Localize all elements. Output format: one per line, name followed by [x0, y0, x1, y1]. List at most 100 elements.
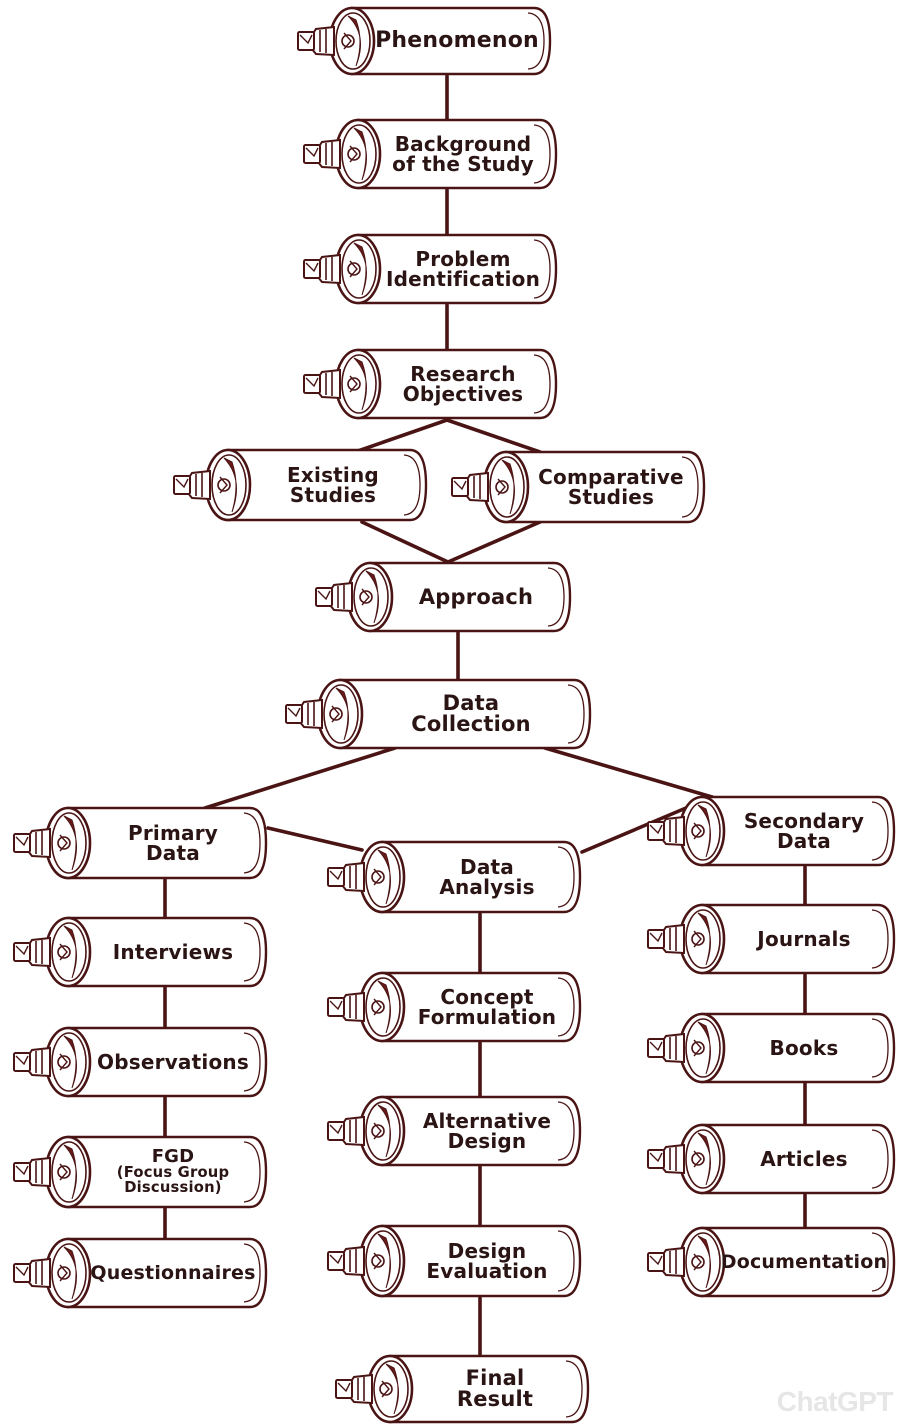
node-label-line: Discussion): [124, 1179, 222, 1196]
node-shape: [13, 1026, 268, 1098]
paint-can-icon: [285, 678, 364, 750]
node-label-line: Books: [769, 1036, 839, 1060]
node-label: Books: [728, 1012, 880, 1084]
node-label: Observations: [94, 1026, 252, 1098]
node-articles: Articles: [646, 1123, 898, 1195]
node-label-line: Studies: [567, 485, 655, 509]
node-label-line: Journals: [757, 927, 851, 951]
paint-can-icon: [315, 561, 394, 633]
node-label-line: Design: [447, 1129, 527, 1153]
node-approach: Approach: [314, 561, 574, 633]
node-label-line: Data: [442, 691, 500, 715]
node-shape: [173, 448, 428, 522]
node-observations: Observations: [12, 1026, 270, 1098]
paint-can-icon: [647, 1123, 726, 1195]
node-questionnaires: Questionnaires: [12, 1237, 270, 1309]
node-shape: [13, 806, 268, 880]
node-shape: [647, 903, 896, 975]
connector-line: [203, 746, 397, 810]
paint-can-icon: [327, 971, 406, 1043]
paint-can-icon: [647, 903, 726, 975]
node-label-line: Approach: [418, 584, 534, 609]
paint-can-icon: [13, 916, 92, 988]
node-shape: [297, 6, 552, 76]
node-shape: [13, 1135, 268, 1209]
node-shape: [647, 1123, 896, 1195]
node-shape: [13, 916, 268, 988]
node-shape: [327, 840, 582, 914]
node-label-line: Result: [456, 1387, 534, 1411]
paint-can-icon: [451, 450, 530, 524]
node-label-line: (Focus Group: [116, 1164, 230, 1182]
paint-can-icon: [13, 1026, 92, 1098]
paint-can-icon: [647, 1012, 726, 1084]
paint-can-icon: [13, 1237, 92, 1309]
node-label-line: Evaluation: [426, 1259, 548, 1283]
connector-line: [360, 520, 450, 564]
watermark-text: ChatGPT: [776, 1386, 894, 1417]
node-label-line: Design: [447, 1239, 527, 1263]
node-label: Documentation: [721, 1226, 887, 1298]
node-label-line: Secondary: [743, 809, 865, 833]
paint-can-icon: [327, 840, 406, 914]
node-shape: [335, 1354, 590, 1424]
paint-can-icon: [647, 1226, 726, 1298]
node-journals: Journals: [646, 903, 898, 975]
node-label-line: Primary: [127, 821, 218, 845]
node-shape: [327, 971, 582, 1043]
node-label-line: Concept: [440, 985, 534, 1009]
connector-line: [353, 418, 449, 454]
paint-can-icon: [297, 6, 376, 76]
connector-line: [266, 826, 364, 852]
node-shape: [327, 1224, 582, 1298]
node-label-line: Data: [777, 829, 831, 853]
node-interviews: Interviews: [12, 916, 270, 988]
node-shape: [327, 1095, 582, 1167]
node-shape: [303, 233, 558, 305]
paint-can-icon: [647, 795, 726, 867]
node-shape: [303, 348, 558, 420]
node-label-line: Data: [146, 841, 200, 865]
node-label-line: of the Study: [392, 152, 534, 176]
node-label-line: Analysis: [439, 875, 535, 899]
node-label-line: Comparative: [538, 465, 684, 489]
node-label: Approach: [396, 561, 556, 633]
node-label-line: Phenomenon: [375, 28, 539, 53]
node-phenomenon: Phenomenon: [296, 6, 554, 76]
node-label-line: Existing: [287, 463, 379, 487]
node-label-line: Observations: [97, 1050, 249, 1074]
node-label-line: Data: [460, 855, 514, 879]
paint-can-icon: [303, 348, 382, 420]
paint-can-icon: [303, 233, 382, 305]
node-shape: [451, 450, 706, 524]
node-label-line: Objectives: [402, 382, 524, 406]
node-label-line: Collection: [411, 712, 531, 736]
node-shape: [647, 795, 896, 867]
node-label: Articles: [728, 1123, 880, 1195]
node-label: Phenomenon: [375, 6, 539, 76]
paint-can-icon: [173, 448, 252, 522]
node-label-line: FGD: [151, 1146, 195, 1168]
node-label-line: Studies: [289, 483, 377, 507]
node-label-line: Background: [394, 132, 532, 156]
